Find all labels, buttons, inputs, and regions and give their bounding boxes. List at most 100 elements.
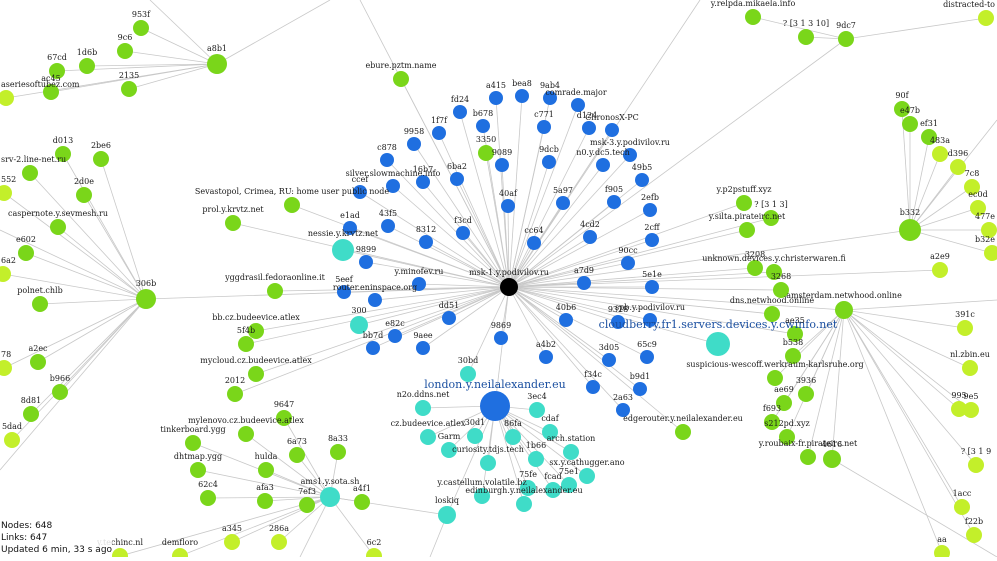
graph-node[interactable]: [582, 121, 596, 135]
graph-node[interactable]: [747, 260, 763, 276]
graph-node[interactable]: [602, 353, 616, 367]
graph-node[interactable]: [55, 146, 71, 162]
graph-node[interactable]: [93, 151, 109, 167]
graph-node[interactable]: [359, 255, 373, 269]
graph-node[interactable]: [902, 116, 918, 132]
graph-node[interactable]: [529, 402, 545, 418]
graph-node[interactable]: [773, 282, 789, 298]
graph-node[interactable]: [835, 301, 853, 319]
graph-node[interactable]: [289, 447, 305, 463]
graph-node[interactable]: [415, 400, 431, 416]
graph-node[interactable]: [354, 494, 370, 510]
graph-node[interactable]: [284, 197, 300, 213]
graph-node[interactable]: [238, 426, 254, 442]
graph-node[interactable]: [476, 119, 490, 133]
graph-node[interactable]: [607, 195, 621, 209]
graph-node[interactable]: [515, 89, 529, 103]
graph-node[interactable]: [932, 262, 948, 278]
graph-node[interactable]: [388, 329, 402, 343]
graph-node[interactable]: [838, 31, 854, 47]
graph-node[interactable]: [745, 9, 761, 25]
graph-node[interactable]: [407, 137, 421, 151]
graph-node[interactable]: [480, 391, 510, 421]
graph-node[interactable]: [545, 482, 561, 498]
graph-node[interactable]: [957, 320, 973, 336]
graph-node[interactable]: [386, 179, 400, 193]
graph-node[interactable]: [951, 401, 967, 417]
graph-node[interactable]: [579, 468, 595, 484]
graph-node[interactable]: [456, 226, 470, 240]
graph-node[interactable]: [30, 354, 46, 370]
graph-node[interactable]: [645, 233, 659, 247]
graph-node[interactable]: [516, 496, 532, 512]
graph-node[interactable]: [563, 444, 579, 460]
graph-node[interactable]: [50, 219, 66, 235]
graph-node[interactable]: [542, 155, 556, 169]
graph-node[interactable]: [932, 146, 948, 162]
graph-node[interactable]: [964, 179, 980, 195]
graph-node[interactable]: [643, 313, 657, 327]
graph-node[interactable]: [621, 256, 635, 270]
graph-node[interactable]: [412, 277, 426, 291]
graph-node[interactable]: [480, 455, 496, 471]
graph-node[interactable]: [616, 403, 630, 417]
graph-node[interactable]: [583, 230, 597, 244]
graph-node[interactable]: [495, 158, 509, 172]
graph-node[interactable]: [453, 105, 467, 119]
graph-node[interactable]: [121, 81, 137, 97]
graph-node[interactable]: [736, 195, 752, 211]
graph-node[interactable]: [706, 332, 730, 356]
graph-node[interactable]: [172, 548, 188, 561]
graph-node[interactable]: [559, 313, 573, 327]
graph-node[interactable]: [823, 450, 841, 468]
graph-node[interactable]: [970, 200, 986, 216]
graph-node[interactable]: [787, 326, 803, 342]
graph-node[interactable]: [968, 457, 984, 473]
graph-node[interactable]: [420, 429, 436, 445]
graph-node[interactable]: [776, 395, 792, 411]
graph-node[interactable]: [460, 366, 476, 382]
graph-node[interactable]: [190, 462, 206, 478]
graph-node[interactable]: [537, 120, 551, 134]
graph-node[interactable]: [500, 278, 518, 296]
graph-node[interactable]: [320, 487, 340, 507]
graph-node[interactable]: [267, 283, 283, 299]
graph-node[interactable]: [368, 293, 382, 307]
graph-node[interactable]: [112, 548, 128, 561]
graph-node[interactable]: [416, 175, 430, 189]
graph-node[interactable]: [635, 173, 649, 187]
graph-node[interactable]: [23, 406, 39, 422]
graph-node[interactable]: [18, 245, 34, 261]
graph-node[interactable]: [238, 336, 254, 352]
graph-node[interactable]: [43, 84, 59, 100]
graph-node[interactable]: [798, 29, 814, 45]
graph-node[interactable]: [984, 245, 997, 261]
graph-node[interactable]: [299, 497, 315, 513]
graph-node[interactable]: [207, 54, 227, 74]
graph-node[interactable]: [185, 435, 201, 451]
graph-node[interactable]: [766, 264, 782, 280]
graph-node[interactable]: [981, 222, 997, 238]
graph-node[interactable]: [542, 424, 558, 440]
graph-node[interactable]: [442, 311, 456, 325]
graph-node[interactable]: [767, 370, 783, 386]
graph-node[interactable]: [366, 548, 382, 561]
graph-node[interactable]: [49, 63, 65, 79]
graph-node[interactable]: [271, 534, 287, 550]
graph-node[interactable]: [136, 289, 156, 309]
graph-node[interactable]: [416, 341, 430, 355]
graph-node[interactable]: [248, 323, 264, 339]
graph-node[interactable]: [494, 331, 508, 345]
graph-node[interactable]: [921, 129, 937, 145]
graph-node[interactable]: [117, 43, 133, 59]
graph-node[interactable]: [432, 126, 446, 140]
graph-node[interactable]: [571, 98, 585, 112]
graph-node[interactable]: [258, 462, 274, 478]
graph-node[interactable]: [596, 158, 610, 172]
graph-node[interactable]: [225, 215, 241, 231]
graph-node[interactable]: [350, 316, 368, 334]
graph-node[interactable]: [332, 239, 354, 261]
graph-node[interactable]: [366, 341, 380, 355]
graph-node[interactable]: [763, 210, 779, 226]
